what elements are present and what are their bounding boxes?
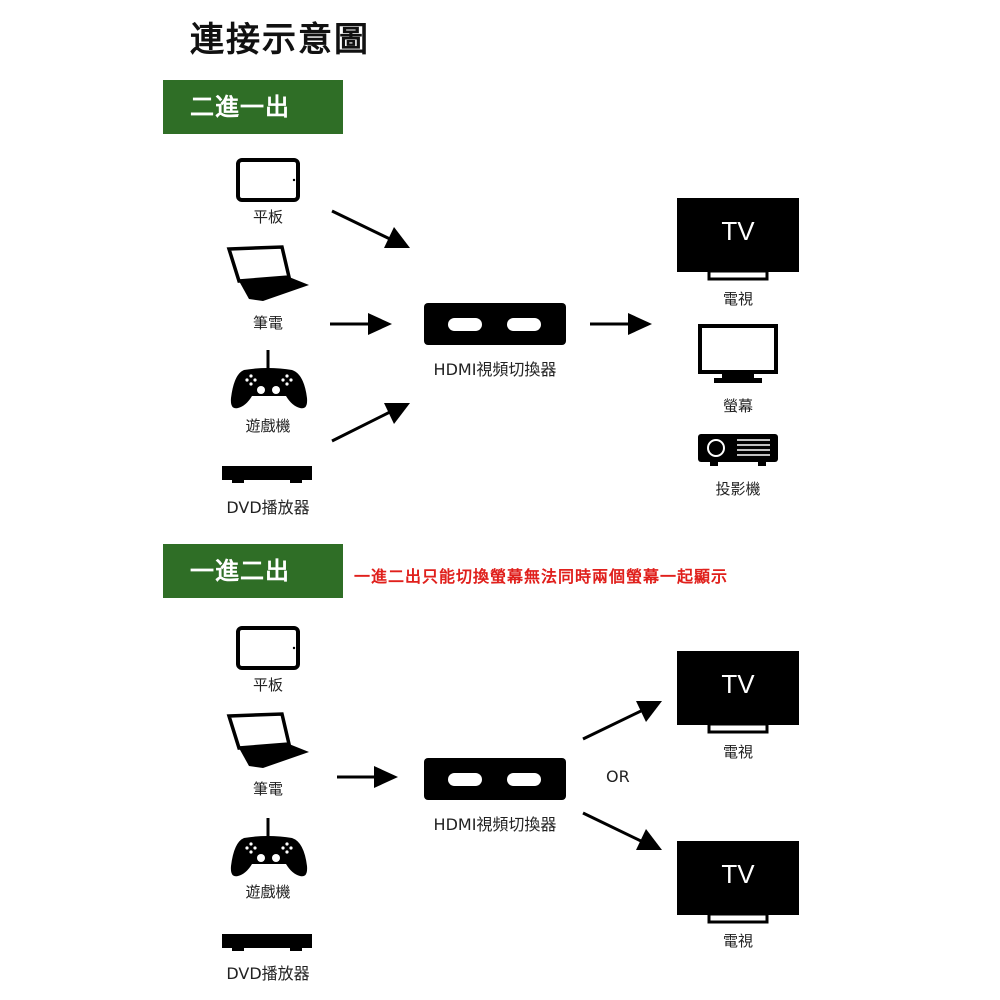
output-label-monitor: 螢幕 [722,397,753,415]
tv-icon: TV [677,841,799,924]
input-label-gamepad: 遊戲機 [245,883,291,901]
tv-icon: TV [677,651,799,734]
tablet-icon [236,626,300,670]
monitor-icon [698,324,778,383]
laptop-icon [226,712,309,768]
tablet-icon [236,158,300,202]
switch-label: HDMI視頻切換器 [433,360,557,379]
input-label-tablet: 平板 [252,676,283,694]
page-title: 連接示意圖 [190,20,370,60]
arrow-switch-to-tv-bottom [582,811,662,850]
arrow-tablet-to-switch [331,209,410,248]
input-label-dvd: DVD播放器 [226,498,310,517]
hdmi-switch-icon [424,758,566,800]
output-label-tv-1: 電視 [722,743,753,761]
tv-text: TV [721,669,755,699]
tv-text: TV [721,859,755,889]
input-label-laptop: 筆電 [252,780,283,798]
input-label-dvd: DVD播放器 [226,964,310,983]
arrow-gamepad-to-switch [331,403,410,443]
laptop-icon [226,245,309,301]
output-label-tv-2: 電視 [722,932,753,950]
dvd-player-icon [222,934,312,951]
output-label-projector: 投影機 [715,480,761,498]
or-text: OR [606,767,630,786]
dvd-player-icon [222,466,312,483]
hdmi-switch-icon [424,303,566,345]
arrow-laptop-to-switch [330,313,392,335]
switch-label: HDMI視頻切換器 [433,815,557,834]
warning-note: 一進二出只能切換螢幕無法同時兩個螢幕一起顯示 [354,567,729,586]
arrow-switch-to-tv-top [582,701,662,741]
section-badge-one-in-two-out: 一進二出 [163,544,343,598]
gamepad-icon [230,350,308,409]
projector-icon [698,434,778,466]
input-label-gamepad: 遊戲機 [245,417,291,435]
arrow-laptop-to-switch [337,766,398,788]
section-badge-two-in-one-out: 二進一出 [163,80,343,134]
tv-text: TV [721,216,755,246]
arrow-switch-to-outputs [590,313,652,335]
gamepad-icon [230,818,308,877]
output-label-tv: 電視 [722,290,753,308]
input-label-laptop: 筆電 [252,314,283,332]
input-label-tablet: 平板 [252,208,283,226]
tv-icon: TV [677,198,799,281]
